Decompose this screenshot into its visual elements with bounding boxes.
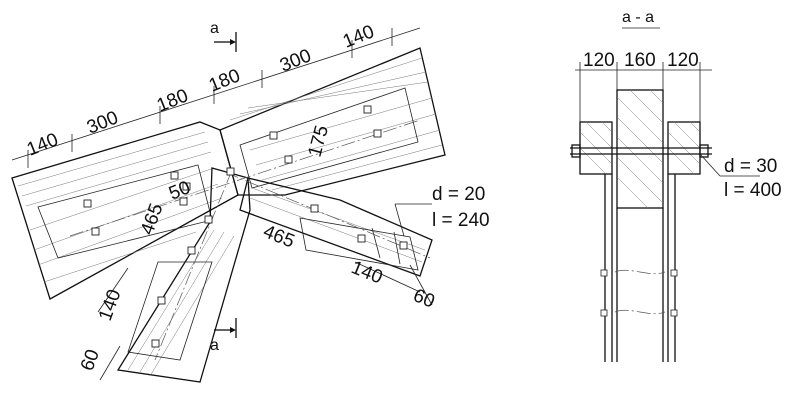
bolt-holes [83, 105, 408, 348]
section-dim-120-right: 120 [667, 50, 699, 71]
section-dim-160: 160 [624, 50, 656, 71]
section-cutlines [614, 269, 666, 315]
centerline-diag-left [154, 169, 233, 361]
section-central-post [616, 89, 664, 209]
section-mark-bottom-label: a [210, 337, 219, 354]
dimension-lines [11, 27, 433, 381]
dim-60-left: 60 [77, 347, 104, 374]
section-mark-bottom: a [210, 318, 237, 354]
section-title: a - a [622, 9, 654, 26]
dim-175: 175 [305, 123, 333, 159]
centerline-diag-right [224, 171, 431, 259]
bolt-diameter-label: d = 20 [432, 184, 485, 205]
dim-465-right: 465 [260, 221, 297, 252]
section-mark-top: a [210, 20, 237, 52]
upper-chord-right [219, 47, 446, 196]
section-dimension-chain [575, 62, 712, 122]
dim-140-top-right: 140 [340, 21, 377, 52]
centerline-chord [69, 119, 421, 237]
dim-50: 50 [166, 177, 193, 204]
dim-140-top-left: 140 [24, 129, 61, 160]
section-a-a: a - a 120 160 120 [570, 9, 782, 362]
section-small-bolts [600, 269, 678, 317]
joint-elevation: a a 140 300 180 180 300 140 175 50 465 4… [11, 20, 490, 383]
dim-140-left: 140 [95, 287, 126, 324]
bolt-length-label: l = 240 [432, 210, 490, 231]
dim-180-top-right: 180 [206, 65, 243, 96]
section-mark-top-label: a [210, 20, 219, 37]
post-hatch [617, 90, 663, 208]
dim-300-top-right: 300 [277, 45, 314, 76]
section-bolt-diameter: d = 30 [724, 156, 777, 177]
dim-180-top-left: 180 [154, 85, 191, 116]
section-dim-120-left: 120 [583, 50, 615, 71]
section-side-plates [604, 174, 676, 362]
section-bolt-length: l = 400 [724, 180, 782, 201]
diagonal-right [239, 177, 433, 277]
dim-300-top-left: 300 [84, 107, 121, 138]
